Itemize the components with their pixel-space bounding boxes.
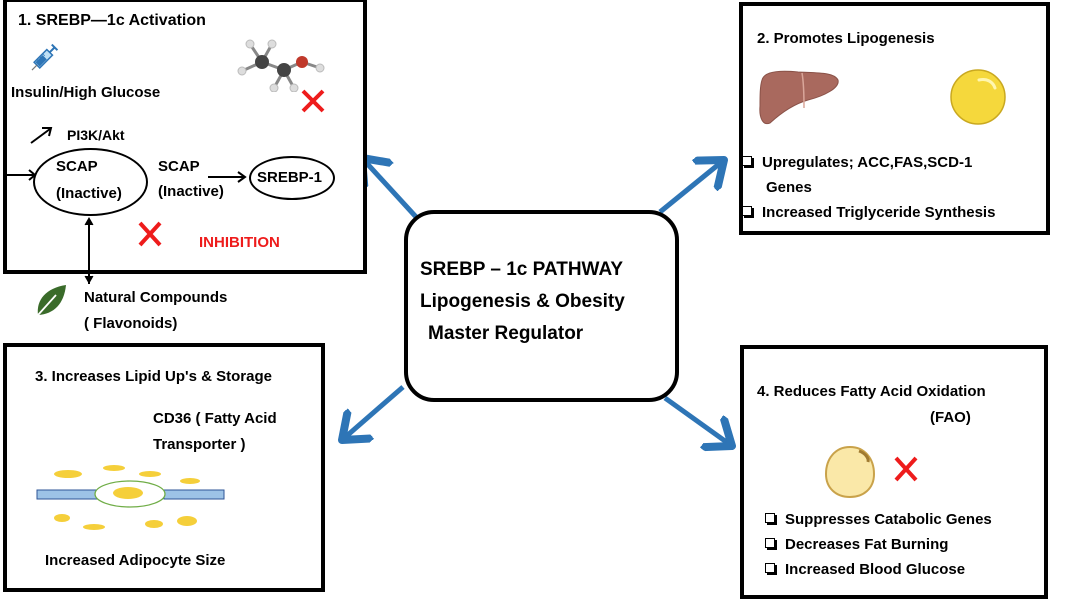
inhibition-x-icon	[138, 221, 162, 247]
checkbox-icon	[742, 156, 752, 166]
ethanol-molecule-icon	[237, 39, 325, 92]
box1-title: 1. SREBP—1c Activation	[18, 12, 206, 29]
arrow-to-box3	[342, 385, 405, 440]
up-arrow-icon	[30, 127, 53, 144]
inhibition-label: INHIBITION	[199, 234, 280, 251]
center-line1: SREBP – 1c PATHWAY	[420, 259, 624, 280]
arrow-to-box1	[362, 158, 419, 220]
cd36-line1: CD36 ( Fatty Acid	[153, 410, 277, 427]
checkbox-icon	[765, 538, 775, 548]
flavonoid-inhibit-arrow	[84, 216, 94, 285]
arrow-to-box4	[663, 395, 732, 446]
scap-middle-line2: (Inactive)	[158, 183, 224, 200]
srebp-label: SREBP-1	[257, 169, 323, 186]
checkbox-icon	[765, 513, 775, 523]
scap-ellipse	[33, 148, 148, 216]
box3-footer: Increased Adipocyte Size	[45, 552, 226, 569]
fat-droplet-icon	[950, 69, 1006, 125]
box-reduces-fao	[740, 345, 1048, 599]
liver-icon	[759, 70, 839, 125]
leaf-icon	[37, 285, 66, 316]
checkbox-icon	[742, 206, 752, 216]
box-promotes-lipogenesis	[739, 2, 1050, 235]
cd36-line2: Transporter )	[153, 436, 246, 453]
scap-ellipse-line2: (Inactive)	[56, 185, 122, 202]
scap-ellipse-line1: SCAP	[56, 158, 98, 175]
center-line3: Master Regulator	[428, 323, 584, 344]
natural-compounds-line1: Natural Compounds	[84, 289, 228, 306]
box-lipid-storage	[3, 343, 325, 592]
red-x-icon	[301, 89, 325, 113]
syringe-icon	[31, 43, 59, 71]
box-srebp-activation	[3, 0, 367, 274]
box4-bullet-3: Increased Blood Glucose	[765, 561, 965, 579]
checkbox-icon	[765, 563, 775, 573]
membrane-transporter-icon	[36, 465, 225, 530]
natural-compounds-line2: ( Flavonoids)	[84, 315, 178, 332]
cell-icon	[824, 445, 876, 499]
box4-bullet-2: Decreases Fat Burning	[765, 536, 948, 554]
box2-bullet-1: Upregulates; ACC,FAS,SCD-1	[742, 154, 972, 172]
red-x-icon	[894, 456, 918, 482]
pi3k-label: PI3K/Akt	[67, 127, 125, 143]
box4-bullet-1: Suppresses Catabolic Genes	[765, 511, 992, 529]
center-pathway-box	[404, 210, 679, 402]
box2-title: 2. Promotes Lipogenesis	[757, 30, 935, 47]
scap-to-srebp-arrow	[208, 171, 247, 183]
srebp-ellipse	[249, 156, 335, 200]
box3-title: 3. Increases Lipid Up's & Storage	[35, 368, 272, 385]
box4-title: 4. Reduces Fatty Acid Oxidation	[757, 383, 986, 400]
arrow-to-box2	[658, 160, 724, 214]
center-line2: Lipogenesis & Obesity	[420, 291, 625, 312]
scap-middle-line1: SCAP	[158, 158, 200, 175]
insulin-label: Insulin/High Glucose	[11, 84, 161, 101]
box2-bullet-1-cont: Genes	[766, 179, 812, 196]
box2-bullet-2: Increased Triglyceride Synthesis	[742, 204, 995, 222]
box4-title-line2: (FAO)	[930, 409, 971, 426]
